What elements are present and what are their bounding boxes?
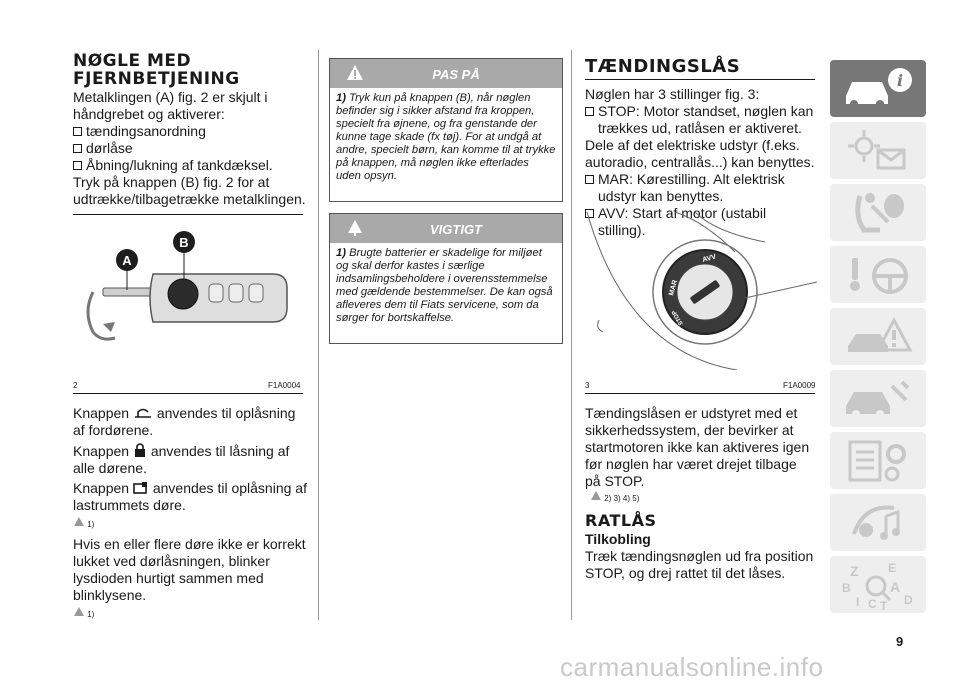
tab-multimedia[interactable] [830,494,926,551]
svg-text:C: C [868,597,877,611]
position-avv: AVV: Start af motor (ustabil stilling). [585,205,817,239]
important-box-text: 1) Brugte batterier er skadelige for mil… [336,247,553,324]
bullet-item: tændingsanordning [73,123,313,140]
trunk-description: Knappen anvendes til oplåsning af lastru… [73,480,307,513]
subheading-tilkobling: Tilkobling [585,531,651,547]
unlock-icon [134,408,151,418]
caution-box-header: PAS PÅ [330,59,562,88]
reference-note: 2) 3) 4) 5) [590,490,639,503]
lock-description: Knappen anvendes til låsning af alle dør… [73,443,290,476]
column-separator [571,50,572,620]
warning-lights-icon [848,130,906,170]
tab-warning-lights[interactable] [830,122,926,179]
label-b-marker [173,231,195,253]
tab-index[interactable]: Z E B A D I C T [830,556,926,613]
tab-car-info[interactable]: i [830,60,926,117]
trunk-icon [133,482,147,494]
release-button-b [167,278,199,310]
svg-text:AVV: AVV [702,253,718,263]
warning-triangle-icon [74,607,84,616]
seat-airbag-icon [855,193,904,233]
tab-emergency[interactable] [830,308,926,365]
tab-technical-data[interactable] [830,432,926,489]
rotation-arrow-icon [86,291,116,341]
label-b: B [179,235,188,250]
index-letters-icon: Z E B A D I C T [842,561,913,613]
key-intro-paragraph: Metalklingen (A) fig. 2 er skjult i hånd… [73,89,313,208]
reference-note: 1) [73,606,308,623]
ignition-positions: Nøglen har 3 stillinger fig. 3: STOP: Mo… [585,86,817,239]
label-a-marker [116,249,138,271]
warning-triangle-icon [591,491,601,500]
position-stop: STOP: Motor standset, nøglen kan trækkes… [585,103,817,137]
watermark: carmanualsonline.info [560,652,824,682]
column-separator [318,50,319,620]
svg-text:T: T [880,599,888,613]
svg-text:MAR: MAR [668,279,679,296]
figure-code: F1A0004 [268,381,301,390]
key-fob-figure: A B [86,231,288,341]
position-mar: MAR: Kørestilling. Alt elektrisk udstyr … [585,171,817,205]
figure-number: 3 [585,381,590,390]
caution-box: PAS PÅ 1) Tryk kun på knappen (B), når n… [329,58,563,202]
technical-data-icon [848,440,906,482]
divider [73,214,303,215]
lock-outer-ring [652,239,758,345]
bullet-item: dørlåse [73,140,313,157]
warning-triangle-icon [74,517,84,526]
car-info-icon: i [846,68,912,108]
button-descriptions: Knappen anvendes til oplåsning af fordør… [73,405,308,623]
figure-number: 2 [73,381,78,390]
page-number: 9 [896,634,904,649]
ignition-lock-figure: AVV MAR STOP [586,212,817,370]
bullet-item: Åbning/lukning af tankdæksel. [73,157,313,174]
section-heading: NØGLE MED FJERNBETJENING [73,51,240,89]
divider [585,393,815,394]
multimedia-icon [852,505,900,540]
emergency-icon [848,316,913,352]
unlock-description: Knappen anvendes til oplåsning af fordør… [73,405,296,438]
tab-starting-driving[interactable] [830,246,926,303]
caution-box-text: 1) Tryk kun på knappen (B), når nøglen b… [336,92,556,182]
svg-text:E: E [888,561,896,575]
door-warning-paragraph: Hvis en eller flere døre ikke er korrekt… [73,536,306,603]
ignition-heading: TÆNDINGSLÅS [585,56,741,77]
svg-text:Z: Z [850,563,859,579]
figure-code: F1A0009 [783,381,816,390]
magnifier-icon [865,575,887,597]
car-maintenance-icon [846,380,910,418]
important-box: VIGTIGT 1) Brugte batterier er skadelige… [329,213,563,344]
svg-text:A: A [890,579,900,595]
divider [73,393,303,394]
important-box-header: VIGTIGT [330,214,562,243]
svg-text:D: D [904,593,913,607]
stop-extra-note: Dele af det elektriske udstyr (f.eks. au… [585,137,815,170]
tree-icon [348,220,362,236]
reference-note: 1) [73,516,308,533]
tab-safety[interactable] [830,184,926,241]
safety-system-paragraph: Tændingslåsen er udstyret med et sikkerh… [585,405,810,489]
divider [585,79,815,80]
svg-text:I: I [856,595,859,609]
lock-icon [134,443,145,457]
svg-text:B: B [842,581,851,595]
press-instruction: Tryk på knappen (B) fig. 2 for at udtræk… [73,174,306,207]
label-a: A [122,253,132,268]
steering-lock-heading: RATLÅS [585,511,657,530]
key-slot [690,280,720,304]
warning-triangle-icon [347,65,363,80]
tilkobling-paragraph: Træk tændingsnøglen ud fra position STOP… [585,548,814,581]
svg-text:i: i [897,71,903,90]
tab-maintenance[interactable] [830,370,926,427]
steering-wheel-icon [850,258,908,294]
